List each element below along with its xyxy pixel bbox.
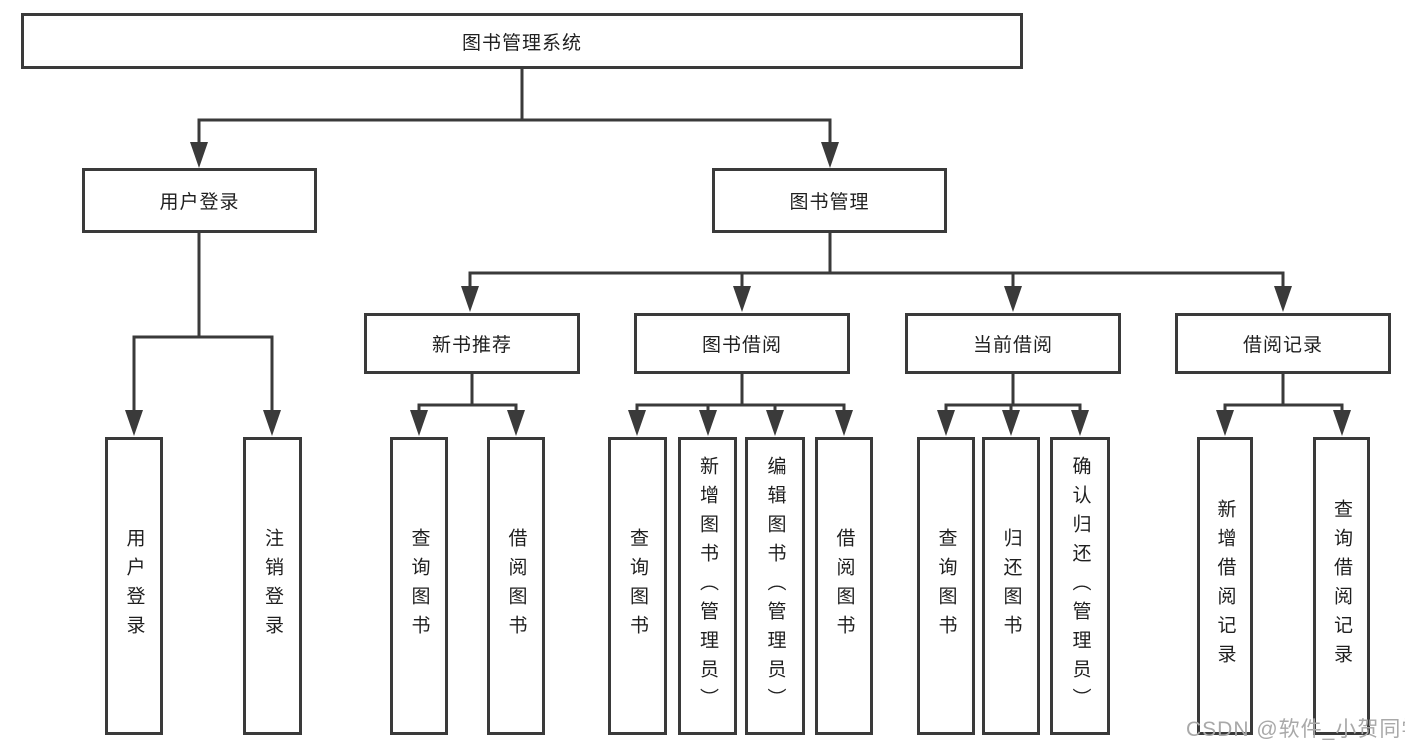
node-current-borrow-label: 当前借阅	[972, 335, 1053, 356]
node-return-book: 归还图书	[982, 437, 1040, 735]
node-return-book-label: 归还图书	[1000, 528, 1022, 644]
node-user-login-branch: 用户登录	[82, 168, 317, 233]
node-book-management-branch-label: 图书管理	[789, 192, 870, 213]
node-book-borrow: 图书借阅	[634, 313, 850, 374]
node-user-login-branch-label: 用户登录	[159, 192, 240, 213]
node-borrow-book-leaf-label: 借阅图书	[833, 528, 855, 644]
node-borrow-book-leaf: 借阅图书	[815, 437, 873, 735]
node-query-book-borrow: 查询图书	[608, 437, 667, 735]
arrowhead-icons	[125, 142, 1351, 436]
node-borrow-book-recommend: 借阅图书	[487, 437, 545, 735]
node-query-book-current: 查询图书	[917, 437, 975, 735]
node-root-system: 图书管理系统	[21, 13, 1023, 69]
node-new-book-recommend-label: 新书推荐	[431, 335, 512, 356]
node-current-borrow: 当前借阅	[905, 313, 1121, 374]
node-add-borrow-record: 新增借阅记录	[1197, 437, 1253, 735]
node-query-book-current-label: 查询图书	[935, 528, 957, 644]
node-query-book-borrow-label: 查询图书	[627, 528, 648, 644]
node-new-book-recommend: 新书推荐	[364, 313, 580, 374]
csdn-watermark: CSDN @软件_小贺同学	[1186, 718, 1405, 741]
node-confirm-return-admin: 确认归还（管理员）	[1050, 437, 1110, 735]
node-query-book-recommend: 查询图书	[390, 437, 448, 735]
node-logout-leaf-label: 注销登录	[262, 528, 283, 644]
node-book-management-branch: 图书管理	[712, 168, 947, 233]
node-query-borrow-record: 查询借阅记录	[1313, 437, 1370, 735]
node-query-borrow-record-label: 查询借阅记录	[1331, 499, 1352, 673]
node-edit-book-admin-label: 编辑图书（管理员）	[764, 455, 786, 717]
node-add-book-admin-label: 新增图书（管理员）	[697, 455, 718, 717]
node-add-borrow-record-label: 新增借阅记录	[1214, 499, 1236, 673]
node-borrow-record-label: 借阅记录	[1242, 335, 1323, 356]
node-borrow-record: 借阅记录	[1175, 313, 1391, 374]
node-book-borrow-label: 图书借阅	[701, 335, 782, 356]
node-add-book-admin: 新增图书（管理员）	[678, 437, 737, 735]
node-user-login-leaf-label: 用户登录	[123, 528, 145, 644]
node-query-book-recommend-label: 查询图书	[408, 528, 430, 644]
node-logout-leaf: 注销登录	[243, 437, 302, 735]
node-root-label: 图书管理系统	[461, 32, 582, 54]
node-edit-book-admin: 编辑图书（管理员）	[745, 437, 805, 735]
node-user-login-leaf: 用户登录	[105, 437, 163, 735]
node-confirm-return-admin-label: 确认归还（管理员）	[1069, 455, 1091, 717]
node-borrow-book-recommend-label: 借阅图书	[505, 528, 527, 644]
